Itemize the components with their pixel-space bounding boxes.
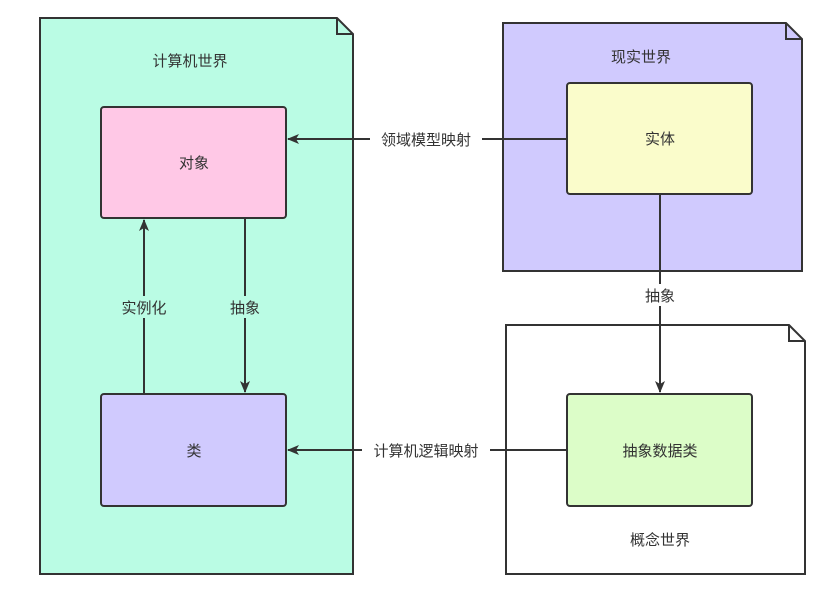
note-fold [336, 18, 353, 35]
abstract-data-class-node[interactable]: 抽象数据类 [566, 393, 753, 507]
edge-object-abstraction[interactable]: 抽象 [225, 218, 265, 393]
concept-world-title: 概念世界 [630, 531, 690, 549]
abstract-data-class-label: 抽象数据类 [622, 442, 697, 460]
edge-label: 抽象 [645, 287, 675, 305]
edge-instantiation[interactable]: 实例化 [116, 219, 172, 394]
edge-logic-mapping[interactable]: 计算机逻辑映射 [287, 440, 567, 460]
edge-label: 领域模型映射 [381, 131, 471, 149]
label-bg [640, 284, 680, 306]
class-node[interactable]: 类 [100, 393, 287, 507]
note-fold [788, 325, 805, 342]
class-box [100, 393, 287, 507]
object-box [100, 106, 287, 219]
edge-label: 抽象 [230, 299, 260, 317]
entity-label: 实体 [645, 130, 675, 148]
edge-label: 实例化 [121, 299, 166, 317]
label-bg [370, 129, 482, 149]
label-bg [225, 296, 265, 318]
edge-entity-abstraction[interactable]: 抽象 [640, 194, 680, 393]
label-bg [116, 296, 172, 318]
entity-node[interactable]: 实体 [566, 82, 753, 195]
object-node[interactable]: 对象 [100, 106, 287, 219]
edge-domain-model-mapping[interactable]: 领域模型映射 [287, 129, 567, 149]
computer-world-title: 计算机世界 [152, 52, 227, 70]
edge-label: 计算机逻辑映射 [373, 442, 478, 460]
object-label: 对象 [179, 154, 209, 172]
label-bg [362, 440, 490, 460]
note-fold [785, 23, 802, 40]
real-world-title: 现实世界 [611, 48, 671, 66]
class-label: 类 [186, 442, 201, 460]
